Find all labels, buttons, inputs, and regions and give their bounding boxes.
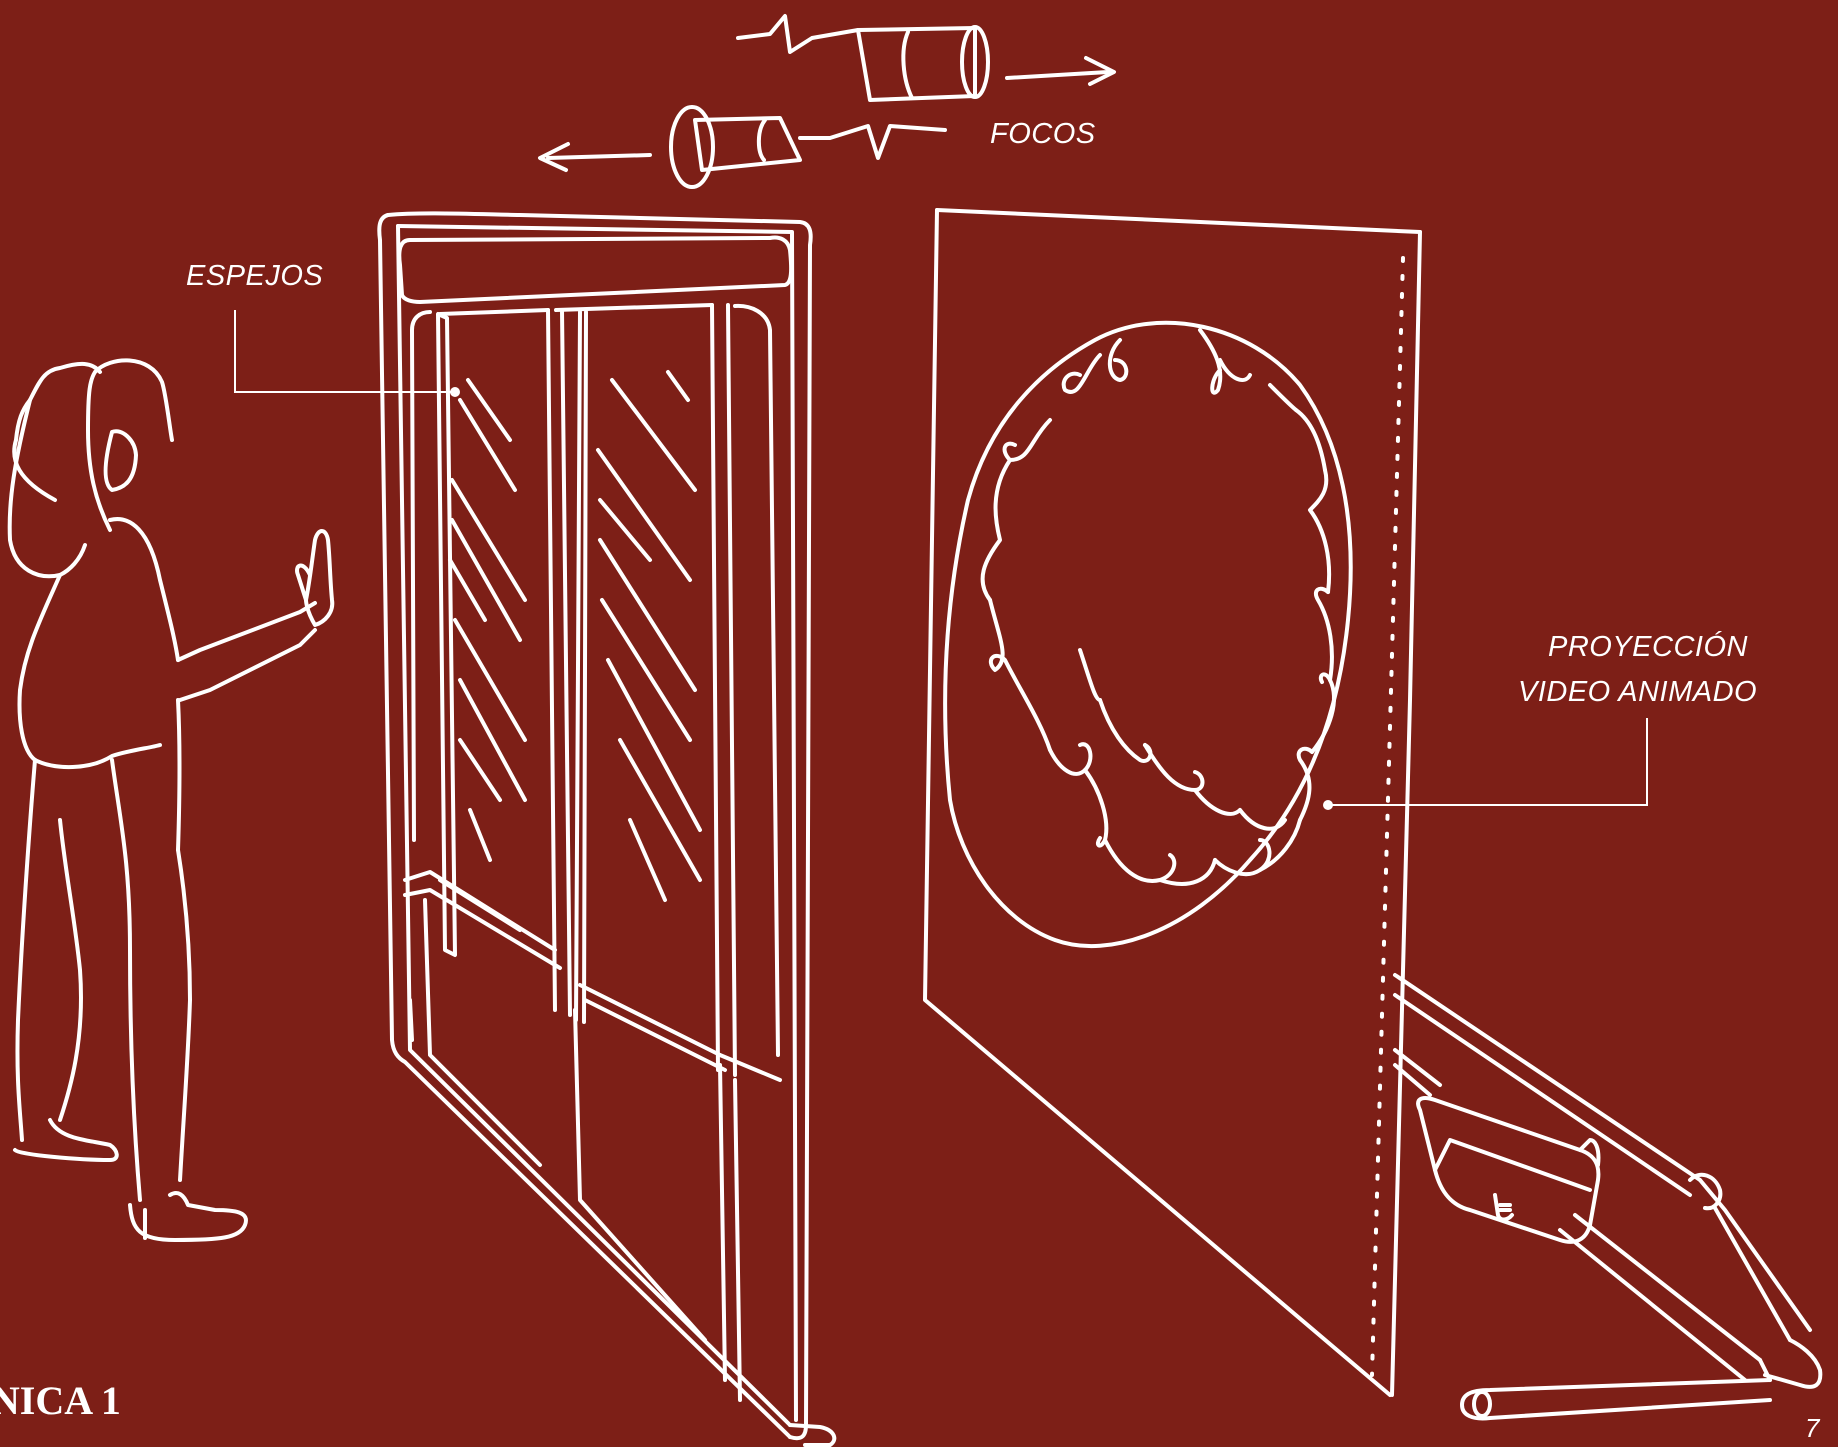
section-title: CNICA 1: [0, 1377, 121, 1424]
page-number: 7: [1805, 1413, 1819, 1444]
projection-screen: [925, 210, 1647, 1395]
label-espejos: ESPEJOS: [186, 262, 323, 291]
label-proyeccion-line2: VIDEO ANIMADO: [1518, 678, 1757, 707]
projector-icon: [1395, 975, 1820, 1418]
espejos-leader-line: [235, 310, 455, 392]
label-proyeccion-line1: PROYECCIÓN: [1548, 633, 1748, 662]
proyeccion-leader-line: [1328, 718, 1647, 805]
person-figure: [10, 360, 333, 1240]
label-focos: FOCOS: [990, 120, 1096, 149]
spotlight-upper-icon: [738, 16, 1114, 100]
mirror-panel: [235, 213, 834, 1445]
proyeccion-leader-dot: [1323, 800, 1333, 810]
spotlights: [540, 16, 1114, 187]
spotlight-lower-icon: [540, 107, 945, 187]
espejos-leader-dot: [450, 387, 460, 397]
